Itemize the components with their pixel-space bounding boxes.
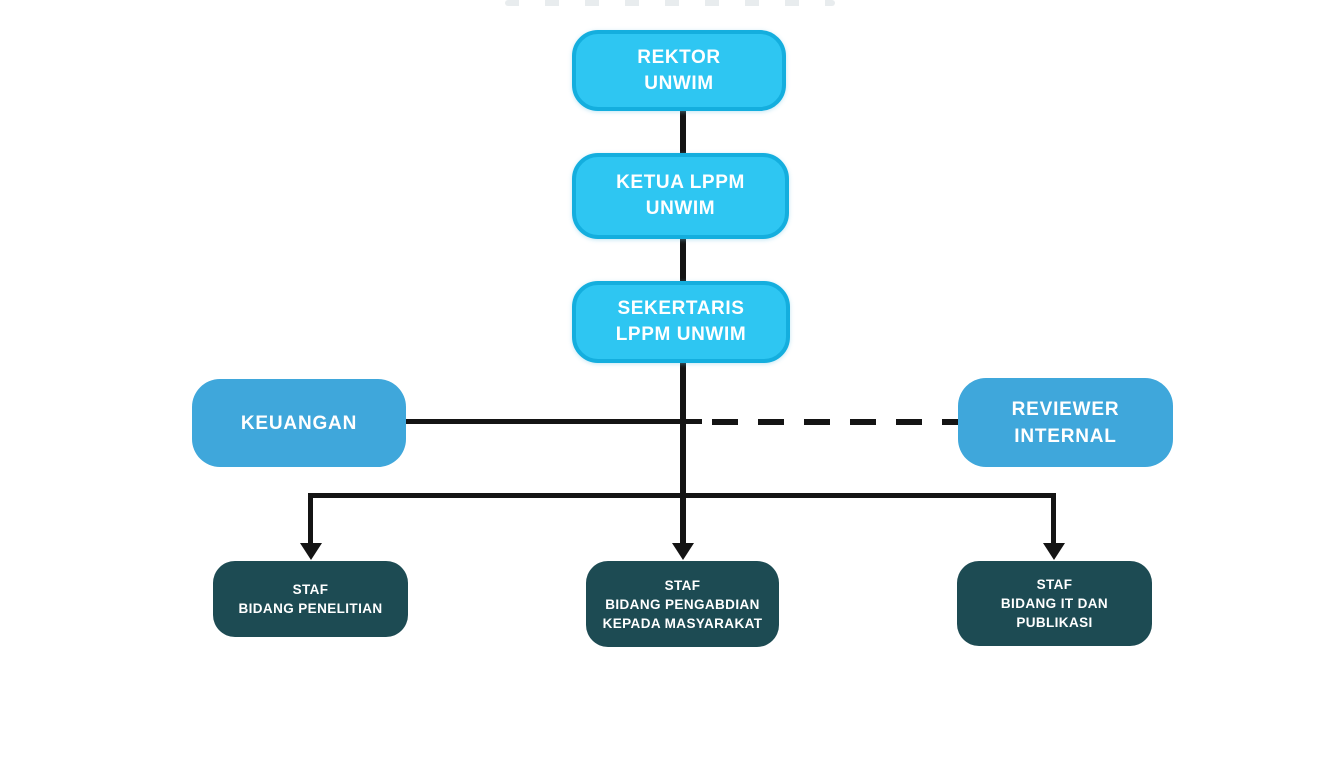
connector-ketua-sekertaris: [680, 235, 686, 287]
node-label: REVIEWER: [1011, 398, 1120, 420]
node-label: BIDANG PENGABDIAN: [605, 596, 760, 612]
node-sekertaris-lppm-unwim: SEKERTARIS LPPM UNWIM: [572, 281, 790, 363]
connector-bracket-right-drop: [1051, 493, 1056, 545]
node-ketua-lppm-unwim: KETUA LPPM UNWIM: [572, 153, 789, 239]
arrow-down-staf-penelitian: [300, 543, 322, 560]
node-label: INTERNAL: [1014, 425, 1117, 447]
node-label: PUBLIKASI: [1016, 615, 1093, 630]
connector-bracket-horizontal: [308, 493, 1056, 498]
connector-keuangan-solid: [403, 419, 702, 424]
node-label: UNWIM: [645, 198, 716, 219]
node-label: STAF: [664, 577, 701, 593]
node-staf-bidang-pengabdian: STAF BIDANG PENGABDIAN KEPADA MASYARAKAT: [586, 561, 779, 647]
arrow-down-staf-it: [1043, 543, 1065, 560]
node-label: STAF: [1036, 577, 1073, 592]
node-label: SEKERTARIS: [617, 298, 745, 319]
node-keuangan: KEUANGAN: [192, 379, 406, 467]
node-staf-bidang-penelitian: STAF BIDANG PENELITIAN: [213, 561, 408, 637]
node-staf-bidang-it-publikasi: STAF BIDANG IT DAN PUBLIKASI: [957, 561, 1152, 646]
node-label: KEPADA MASYARAKAT: [602, 615, 763, 631]
connector-sekertaris-down: [680, 358, 686, 546]
node-label: KEUANGAN: [240, 412, 358, 434]
node-label: KETUA LPPM: [616, 172, 745, 193]
connector-rektor-ketua: [680, 105, 686, 160]
node-rektor-unwim: REKTOR UNWIM: [572, 30, 786, 111]
node-label: LPPM UNWIM: [615, 324, 747, 345]
cropped-title-remnant: [505, 0, 835, 6]
node-label: REKTOR: [637, 46, 721, 68]
connector-bracket-left-drop: [308, 493, 313, 545]
node-label: BIDANG IT DAN: [1000, 596, 1109, 611]
connector-reviewer-dashed: [712, 419, 959, 425]
node-label: BIDANG PENELITIAN: [238, 601, 383, 616]
node-label: UNWIM: [644, 72, 714, 94]
arrow-down-staf-pengabdian: [672, 543, 694, 560]
node-reviewer-internal: REVIEWER INTERNAL: [958, 378, 1173, 467]
node-label: STAF: [292, 582, 329, 597]
